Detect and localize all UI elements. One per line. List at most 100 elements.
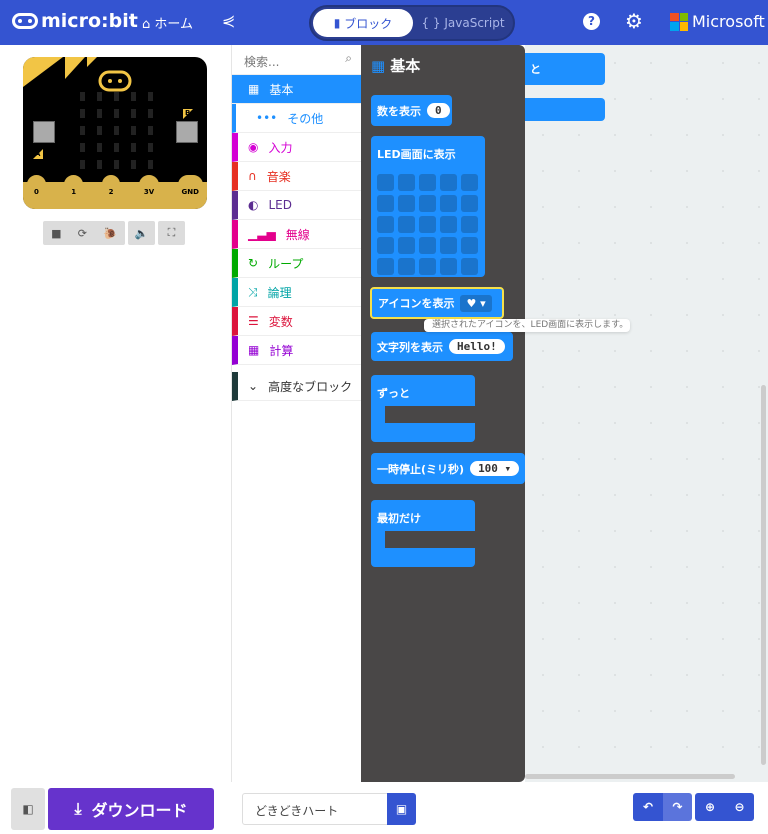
horizontal-scrollbar[interactable]	[525, 774, 735, 779]
pause-value: 100	[478, 462, 498, 475]
category-advanced[interactable]: ⌄ 高度なブロック	[232, 372, 362, 401]
pause-dropdown[interactable]: 100 ▾	[470, 461, 520, 476]
block-label: 最初だけ	[377, 512, 421, 525]
sound-icon[interactable]: 🔈	[128, 221, 155, 245]
button-a[interactable]	[33, 121, 55, 143]
pause-block[interactable]: 一時停止(ミリ秒)100 ▾	[371, 453, 526, 484]
chevron-down-icon: ⌄	[248, 379, 259, 393]
show-string-block[interactable]: 文字列を表示 Hello!	[371, 332, 513, 361]
microsoft-icon	[670, 12, 688, 31]
blocks-tab[interactable]: ▮ブロック	[313, 9, 413, 37]
forever-block[interactable]: ずっと	[371, 375, 475, 442]
grid-icon: ▦	[248, 82, 260, 96]
category-label: ループ	[268, 256, 304, 271]
header: micro:bit ⌂ ホーム ⋞ ▮ブロック { } JavaScript ?…	[0, 0, 768, 45]
microbit-icon	[12, 13, 38, 29]
show-leds-block[interactable]: LED画面に表示	[371, 136, 485, 277]
category-music[interactable]: ∩ 音楽	[232, 162, 362, 191]
number-input[interactable]: 0	[427, 103, 450, 118]
workspace[interactable]: と	[520, 45, 768, 782]
editor-toggle: ▮ブロック { } JavaScript	[309, 5, 515, 41]
bottom-bar: ◧ ⤓ ダウンロード どきどきハート ▣ ↶ ↷ ⊕ ⊖	[0, 782, 768, 834]
zoom-in-button[interactable]: ⊕	[695, 793, 725, 821]
slow-mo-icon[interactable]: 🐌	[103, 226, 117, 240]
search-input[interactable]: 検索... ⌕	[232, 45, 362, 75]
category-label: 高度なブロック	[268, 379, 353, 394]
vertical-scrollbar[interactable]	[761, 385, 766, 765]
category-more[interactable]: •••その他	[232, 104, 362, 133]
category-basic[interactable]: ▦ 基本	[232, 75, 362, 104]
loop-icon: ↻	[248, 256, 259, 270]
pin-0[interactable]: 0	[27, 175, 46, 201]
category-logic[interactable]: ⤨論理	[232, 278, 362, 307]
microsoft-label: Microsoft	[692, 12, 765, 31]
save-icon: ▣	[395, 802, 408, 816]
block-label: 文字列を表示	[377, 340, 443, 354]
microbit-logo[interactable]: micro:bit	[12, 10, 138, 32]
category-label: 変数	[268, 314, 293, 329]
toggle-icon: ◐	[248, 198, 259, 212]
blocks-label: ブロック	[344, 16, 393, 31]
share-button[interactable]: ⋞	[222, 11, 235, 30]
search-placeholder: 検索...	[244, 55, 280, 69]
microbit-board[interactable]: A B 0 1 2 3V GND	[23, 57, 207, 209]
project-name-input[interactable]: どきどきハート	[242, 793, 388, 825]
workspace-block[interactable]	[520, 98, 605, 121]
grid-icon: ▦	[371, 56, 386, 75]
category-variables[interactable]: ☰変数	[232, 307, 362, 336]
toolbox: 検索... ⌕ ▦ 基本 •••その他 ◉入力 ∩ 音楽 ◐LED ▁▃▅無線 ↻ ルー…	[231, 45, 362, 782]
string-input[interactable]: Hello!	[449, 339, 505, 354]
block-slot	[385, 531, 475, 548]
signal-icon: ▁▃▅	[248, 227, 276, 241]
collapse-icon: ◧	[22, 802, 34, 816]
pin-3v[interactable]: 3V	[138, 175, 160, 201]
heart-icon-dropdown[interactable]: ♥ ▾	[460, 294, 492, 312]
block-label: と	[530, 63, 541, 76]
download-icon: ⤓	[74, 799, 82, 818]
sim-controls: ■ ⟳ 🐌	[43, 221, 125, 245]
fullscreen-icon[interactable]: ⛶	[158, 221, 185, 245]
home-button[interactable]: ⌂ ホーム	[142, 13, 193, 32]
on-start-block[interactable]: 最初だけ	[371, 500, 475, 567]
redo-icon: ↷	[672, 800, 683, 814]
save-button[interactable]: ▣	[387, 793, 416, 825]
restart-icon[interactable]: ⟳	[77, 226, 87, 240]
collapse-simulator-button[interactable]: ◧	[11, 788, 45, 830]
category-loops[interactable]: ↻ ループ	[232, 249, 362, 278]
button-b-label: B	[185, 109, 191, 117]
category-led[interactable]: ◐LED	[232, 191, 362, 220]
category-label: 基本	[269, 82, 294, 97]
javascript-tab[interactable]: { } JavaScript	[421, 16, 505, 30]
pin-2[interactable]: 2	[101, 175, 121, 201]
category-input[interactable]: ◉入力	[232, 133, 362, 162]
headphones-icon: ∩	[248, 169, 257, 183]
home-label: ホーム	[154, 17, 194, 32]
workspace-block[interactable]: と	[520, 53, 605, 85]
share-icon: ⋞	[222, 11, 236, 30]
stop-icon[interactable]: ■	[51, 226, 62, 240]
zoom-out-button[interactable]: ⊖	[725, 793, 754, 821]
pin-gnd[interactable]: GND	[177, 175, 203, 201]
more-icon: •••	[256, 111, 278, 125]
gear-icon[interactable]: ⚙	[625, 9, 643, 33]
pin-1[interactable]: 1	[64, 175, 84, 201]
block-label: ずっと	[377, 387, 410, 400]
download-label: ダウンロード	[91, 801, 188, 820]
download-button[interactable]: ⤓ ダウンロード	[48, 788, 214, 830]
help-icon[interactable]: ?	[583, 13, 600, 30]
button-b[interactable]	[176, 121, 198, 143]
category-label: 論理	[267, 285, 292, 300]
undo-button[interactable]: ↶	[633, 793, 663, 821]
category-radio[interactable]: ▁▃▅無線	[232, 220, 362, 249]
microsoft-logo[interactable]: Microsoft	[670, 12, 765, 31]
category-math[interactable]: ▦計算	[232, 336, 362, 365]
block-label: アイコンを表示	[378, 297, 455, 310]
search-icon[interactable]: ⌕	[345, 51, 352, 65]
category-label: 音楽	[266, 169, 291, 184]
redo-button[interactable]: ↷	[663, 793, 692, 821]
led-grid[interactable]	[377, 174, 478, 275]
zoom-in-icon: ⊕	[704, 800, 716, 814]
show-icon-block[interactable]: アイコンを表示 ♥ ▾	[370, 287, 504, 319]
